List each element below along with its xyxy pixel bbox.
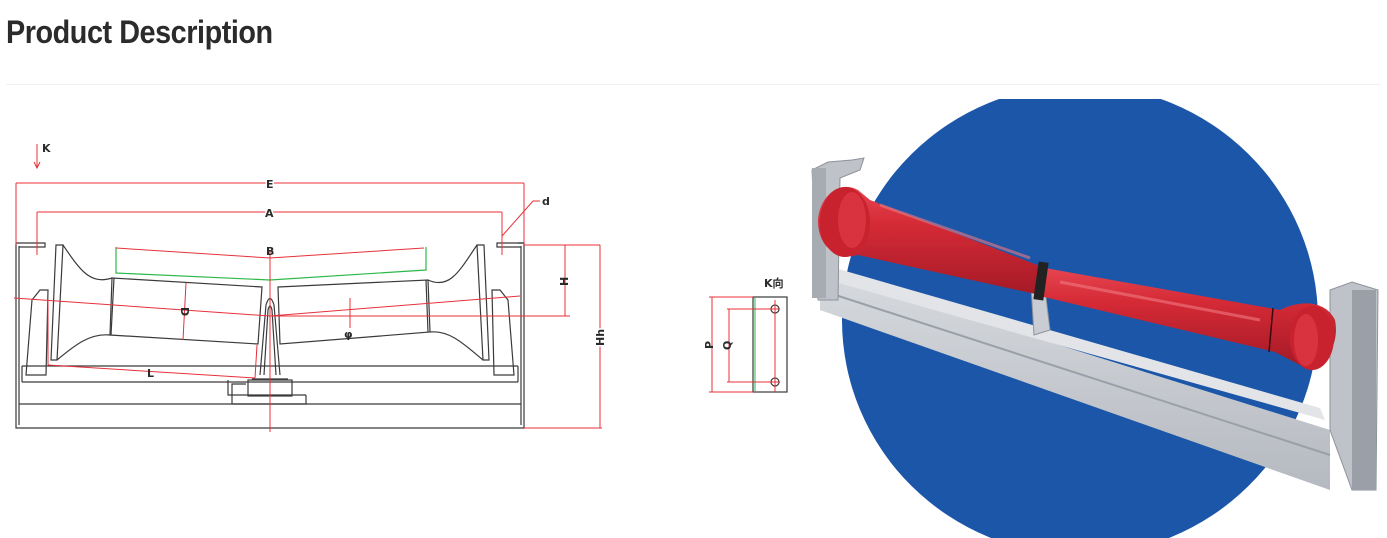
label-d-hole: d [542, 195, 550, 208]
section-divider [6, 84, 1381, 85]
page-title: Product Description [6, 14, 273, 50]
label-h: H [558, 277, 571, 286]
label-q: Q [721, 341, 734, 350]
label-phi: φ [344, 328, 353, 341]
label-d-roller: D [178, 307, 191, 316]
label-p: P [703, 341, 716, 349]
idler-technical-drawing: K E A B d D L φ H Hh [13, 142, 609, 432]
label-l: L [147, 367, 154, 380]
label-a: A [265, 207, 274, 220]
k-view-title: K向 [764, 276, 784, 290]
label-b: B [266, 245, 274, 258]
k-view-detail: K向 P Q [703, 276, 788, 393]
label-hh: Hh [594, 329, 607, 346]
label-e: E [266, 178, 274, 191]
product-photo [800, 98, 1387, 538]
label-k: K [42, 142, 51, 155]
